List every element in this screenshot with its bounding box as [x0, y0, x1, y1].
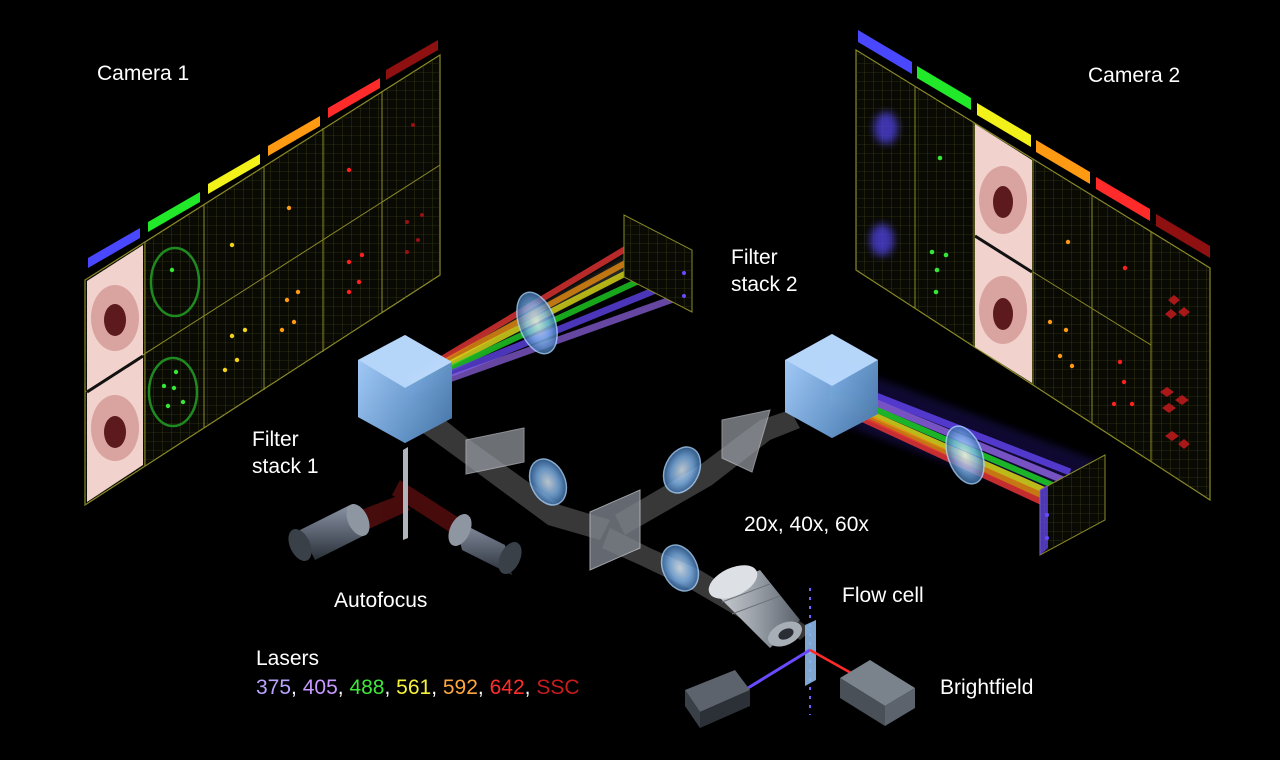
lasers-title: Lasers	[256, 645, 319, 672]
laser-wavelength: 642	[490, 676, 525, 699]
camera1-label: Camera 1	[97, 60, 189, 87]
flow-cell-label: Flow cell	[842, 582, 924, 609]
camera2-label: Camera 2	[1088, 62, 1180, 89]
separator: ,	[478, 676, 490, 699]
filter-stack-1-label: Filter stack 1	[252, 426, 319, 480]
laser-wavelengths: 375, 405, 488, 561, 592, 642, SSC	[256, 674, 580, 701]
separator: ,	[338, 676, 350, 699]
brightfield-label: Brightfield	[940, 674, 1033, 701]
laser-module	[685, 670, 750, 728]
laser-wavelength: SSC	[536, 676, 579, 699]
autofocus-mirror	[403, 447, 408, 540]
laser-wavelength: 592	[443, 676, 478, 699]
filter-stack-1-line1: Filter	[252, 426, 319, 453]
separator: ,	[384, 676, 396, 699]
separator: ,	[525, 676, 537, 699]
filter-stack-2-line1: Filter	[731, 244, 798, 271]
separator: ,	[291, 676, 303, 699]
filter-stack-1-line2: stack 1	[252, 453, 319, 480]
laser-wavelength: 375	[256, 676, 291, 699]
autofocus-label: Autofocus	[334, 587, 427, 614]
filter-stack-2-label: Filter stack 2	[731, 244, 798, 298]
autofocus-emitter	[284, 500, 374, 564]
laser-wavelength: 488	[349, 676, 384, 699]
filter-stack-2-line2: stack 2	[731, 271, 798, 298]
brightfield-source	[840, 660, 915, 726]
mirror-1	[466, 428, 524, 474]
magnification-label: 20x, 40x, 60x	[744, 511, 869, 538]
laser-wavelength: 405	[303, 676, 338, 699]
autofocus-detector	[444, 510, 526, 577]
separator: ,	[431, 676, 443, 699]
laser-wavelength: 561	[396, 676, 431, 699]
